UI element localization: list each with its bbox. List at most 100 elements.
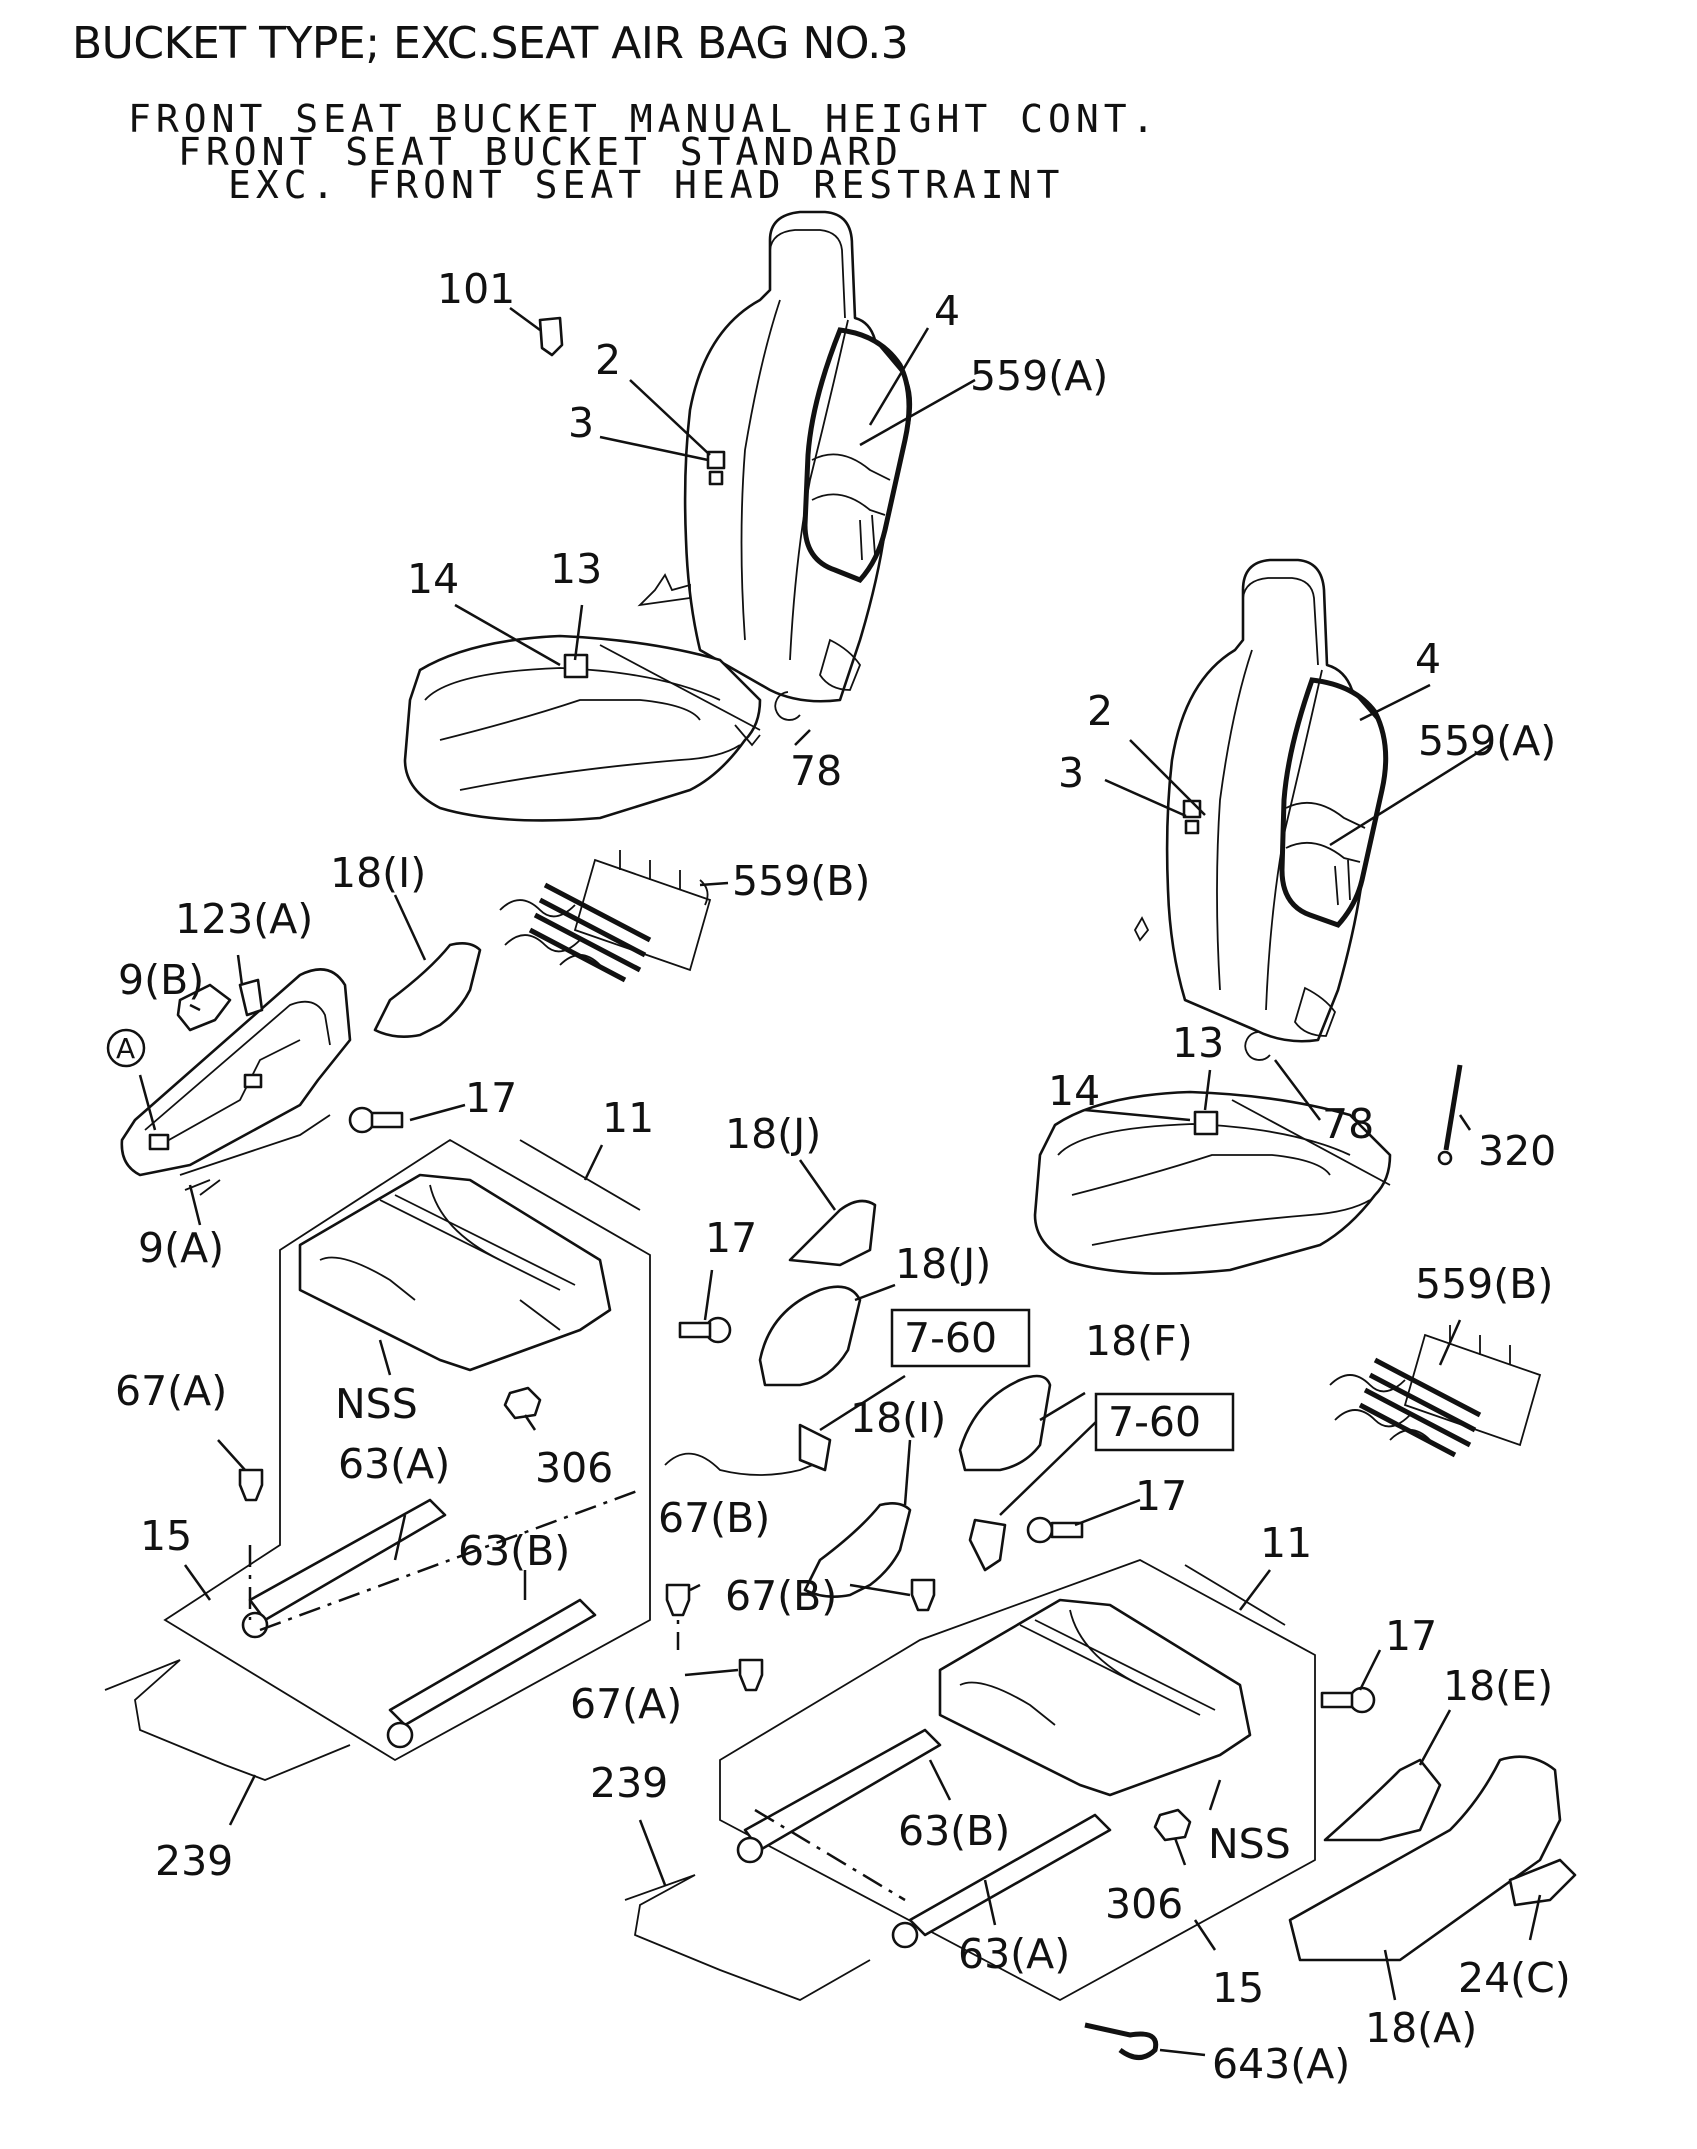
callout-11-left: 11 <box>602 1094 654 1142</box>
callout-9b: 9(B) <box>118 956 204 1004</box>
callout-18i-lower: 18(I) <box>850 1394 946 1442</box>
callout-123a: 123(A) <box>175 895 313 943</box>
rod-320-end <box>1437 1150 1453 1166</box>
callout-78-left: 78 <box>790 747 842 795</box>
callout-nss-right: NSS <box>1208 1820 1291 1868</box>
wire-239-right <box>624 1874 871 2001</box>
callout-306-left: 306 <box>535 1444 613 1492</box>
applicability-line-1: FRONT SEAT BUCKET MANUAL HEIGHT CONT. <box>128 97 1160 141</box>
heater-mat-559b-left <box>499 850 712 983</box>
callout-63a-right: 63(A) <box>958 1930 1070 1978</box>
callout-15-left: 15 <box>140 1512 192 1560</box>
callout-18j-upper: 18(J) <box>725 1110 821 1158</box>
ref-box-7-60-lower <box>1094 1392 1235 1452</box>
callout-3-left: 3 <box>568 399 594 447</box>
heater-mat-559b-right <box>1329 1325 1542 1458</box>
bolt-17-c <box>1026 1516 1054 1544</box>
clip-78-left <box>774 691 801 721</box>
bolt-101 <box>538 316 564 357</box>
bolt-17-a <box>348 1106 376 1134</box>
bracket-18e <box>1323 1758 1442 1842</box>
bolt-17-d <box>1348 1686 1376 1714</box>
cover-18j <box>758 1285 862 1387</box>
ref-label-7-60-lower[interactable]: 7-60 <box>1108 1398 1201 1446</box>
bolt-17-a-shank <box>370 1111 404 1129</box>
wire-239-left <box>104 1659 351 1781</box>
callout-4-right: 4 <box>1415 635 1441 683</box>
callout-15-right: 15 <box>1212 1964 1264 2012</box>
callout-101: 101 <box>437 265 515 313</box>
callout-239-right: 239 <box>590 1759 668 1807</box>
callout-559a-left: 559(A) <box>970 352 1108 400</box>
callout-239-left: 239 <box>155 1837 233 1885</box>
callout-78-right: 78 <box>1322 1100 1374 1148</box>
bolt-17-b-shank <box>678 1321 712 1339</box>
callout-13-left: 13 <box>550 545 602 593</box>
nut-306-left <box>503 1386 542 1420</box>
seat-frame-right-assembly <box>719 1559 1316 2002</box>
callout-9a: 9(A) <box>138 1224 224 1272</box>
seat-back-right <box>1133 558 1389 1043</box>
callout-14-right: 14 <box>1048 1067 1100 1115</box>
clip-643a <box>1084 2022 1159 2060</box>
seat-back-left <box>637 210 913 703</box>
seat-frame-left-assembly <box>163 1138 680 1762</box>
callout-labels: 101 2 3 4 559(A) 14 13 78 18(I) 559(B) 1… <box>115 265 1571 2088</box>
rod-320 <box>1443 1064 1463 1151</box>
callout-18i-upper: 18(I) <box>330 849 426 897</box>
callout-67b-upper: 67(B) <box>658 1494 770 1542</box>
callout-18e: 18(E) <box>1443 1662 1553 1710</box>
applicability-line-3: EXC. FRONT SEAT HEAD RESTRAINT <box>228 163 1065 207</box>
callout-559a-right: 559(A) <box>1418 717 1556 765</box>
buckle-right <box>968 1518 1007 1572</box>
cover-24c <box>1508 1858 1577 1907</box>
callout-17-mid: 17 <box>705 1214 757 1262</box>
bolt-67a-left <box>238 1468 264 1502</box>
bolt-17-c-shank <box>1050 1521 1084 1539</box>
side-cover-left-assembly <box>120 968 352 1196</box>
applicability-line-2: FRONT SEAT BUCKET STANDARD <box>178 130 903 174</box>
bolt-17-d-shank <box>1320 1691 1354 1709</box>
callout-63b-left: 63(B) <box>458 1527 570 1575</box>
callout-17-right-upper: 17 <box>1135 1472 1187 1520</box>
callout-2-right: 2 <box>1087 687 1113 735</box>
bolt-67b-left <box>665 1583 691 1617</box>
seat-cushion-right <box>1033 1090 1392 1275</box>
seat-cushion-left <box>403 634 762 822</box>
bracket-18j-upper <box>788 1199 877 1267</box>
callout-63a-left: 63(A) <box>338 1440 450 1488</box>
callout-320: 320 <box>1478 1127 1556 1175</box>
leader-lines <box>138 306 1542 2057</box>
buckle-harness-left <box>664 1452 826 1476</box>
callout-24c: 24(C) <box>1458 1954 1571 2002</box>
callout-13-right: 13 <box>1172 1019 1224 1067</box>
clip-78-right <box>1244 1031 1271 1061</box>
callout-18f: 18(F) <box>1085 1317 1193 1365</box>
detail-marker-a-circle <box>106 1028 146 1068</box>
callout-17-right-lower: 17 <box>1385 1612 1437 1660</box>
ref-label-7-60-upper[interactable]: 7-60 <box>904 1314 997 1362</box>
bracket-18i-lower <box>803 1502 912 1598</box>
callout-18a: 18(A) <box>1365 2004 1477 2052</box>
callout-67a-right: 67(A) <box>570 1680 682 1728</box>
callout-67a-left: 67(A) <box>115 1367 227 1415</box>
callout-67b-lower: 67(B) <box>725 1572 837 1620</box>
detail-marker-a: A <box>116 1032 135 1065</box>
cover-18f <box>958 1374 1052 1472</box>
callout-559b-left: 559(B) <box>732 857 870 905</box>
callout-18j-lower: 18(J) <box>895 1240 991 1288</box>
buckle-left <box>798 1423 832 1472</box>
side-cover-18a <box>1288 1755 1562 1962</box>
callout-nss-left: NSS <box>335 1380 418 1428</box>
ref-box-7-60-upper <box>890 1308 1031 1368</box>
nut-306-right <box>1153 1808 1192 1842</box>
callout-3-right: 3 <box>1058 749 1084 797</box>
screw-123a <box>238 978 264 1017</box>
callout-306-right: 306 <box>1105 1880 1183 1928</box>
callout-559b-right: 559(B) <box>1415 1260 1553 1308</box>
callout-17-upper-left: 17 <box>465 1074 517 1122</box>
callout-63b-right: 63(B) <box>898 1807 1010 1855</box>
callout-2-left: 2 <box>595 336 621 384</box>
bolt-67a-right <box>738 1658 764 1692</box>
